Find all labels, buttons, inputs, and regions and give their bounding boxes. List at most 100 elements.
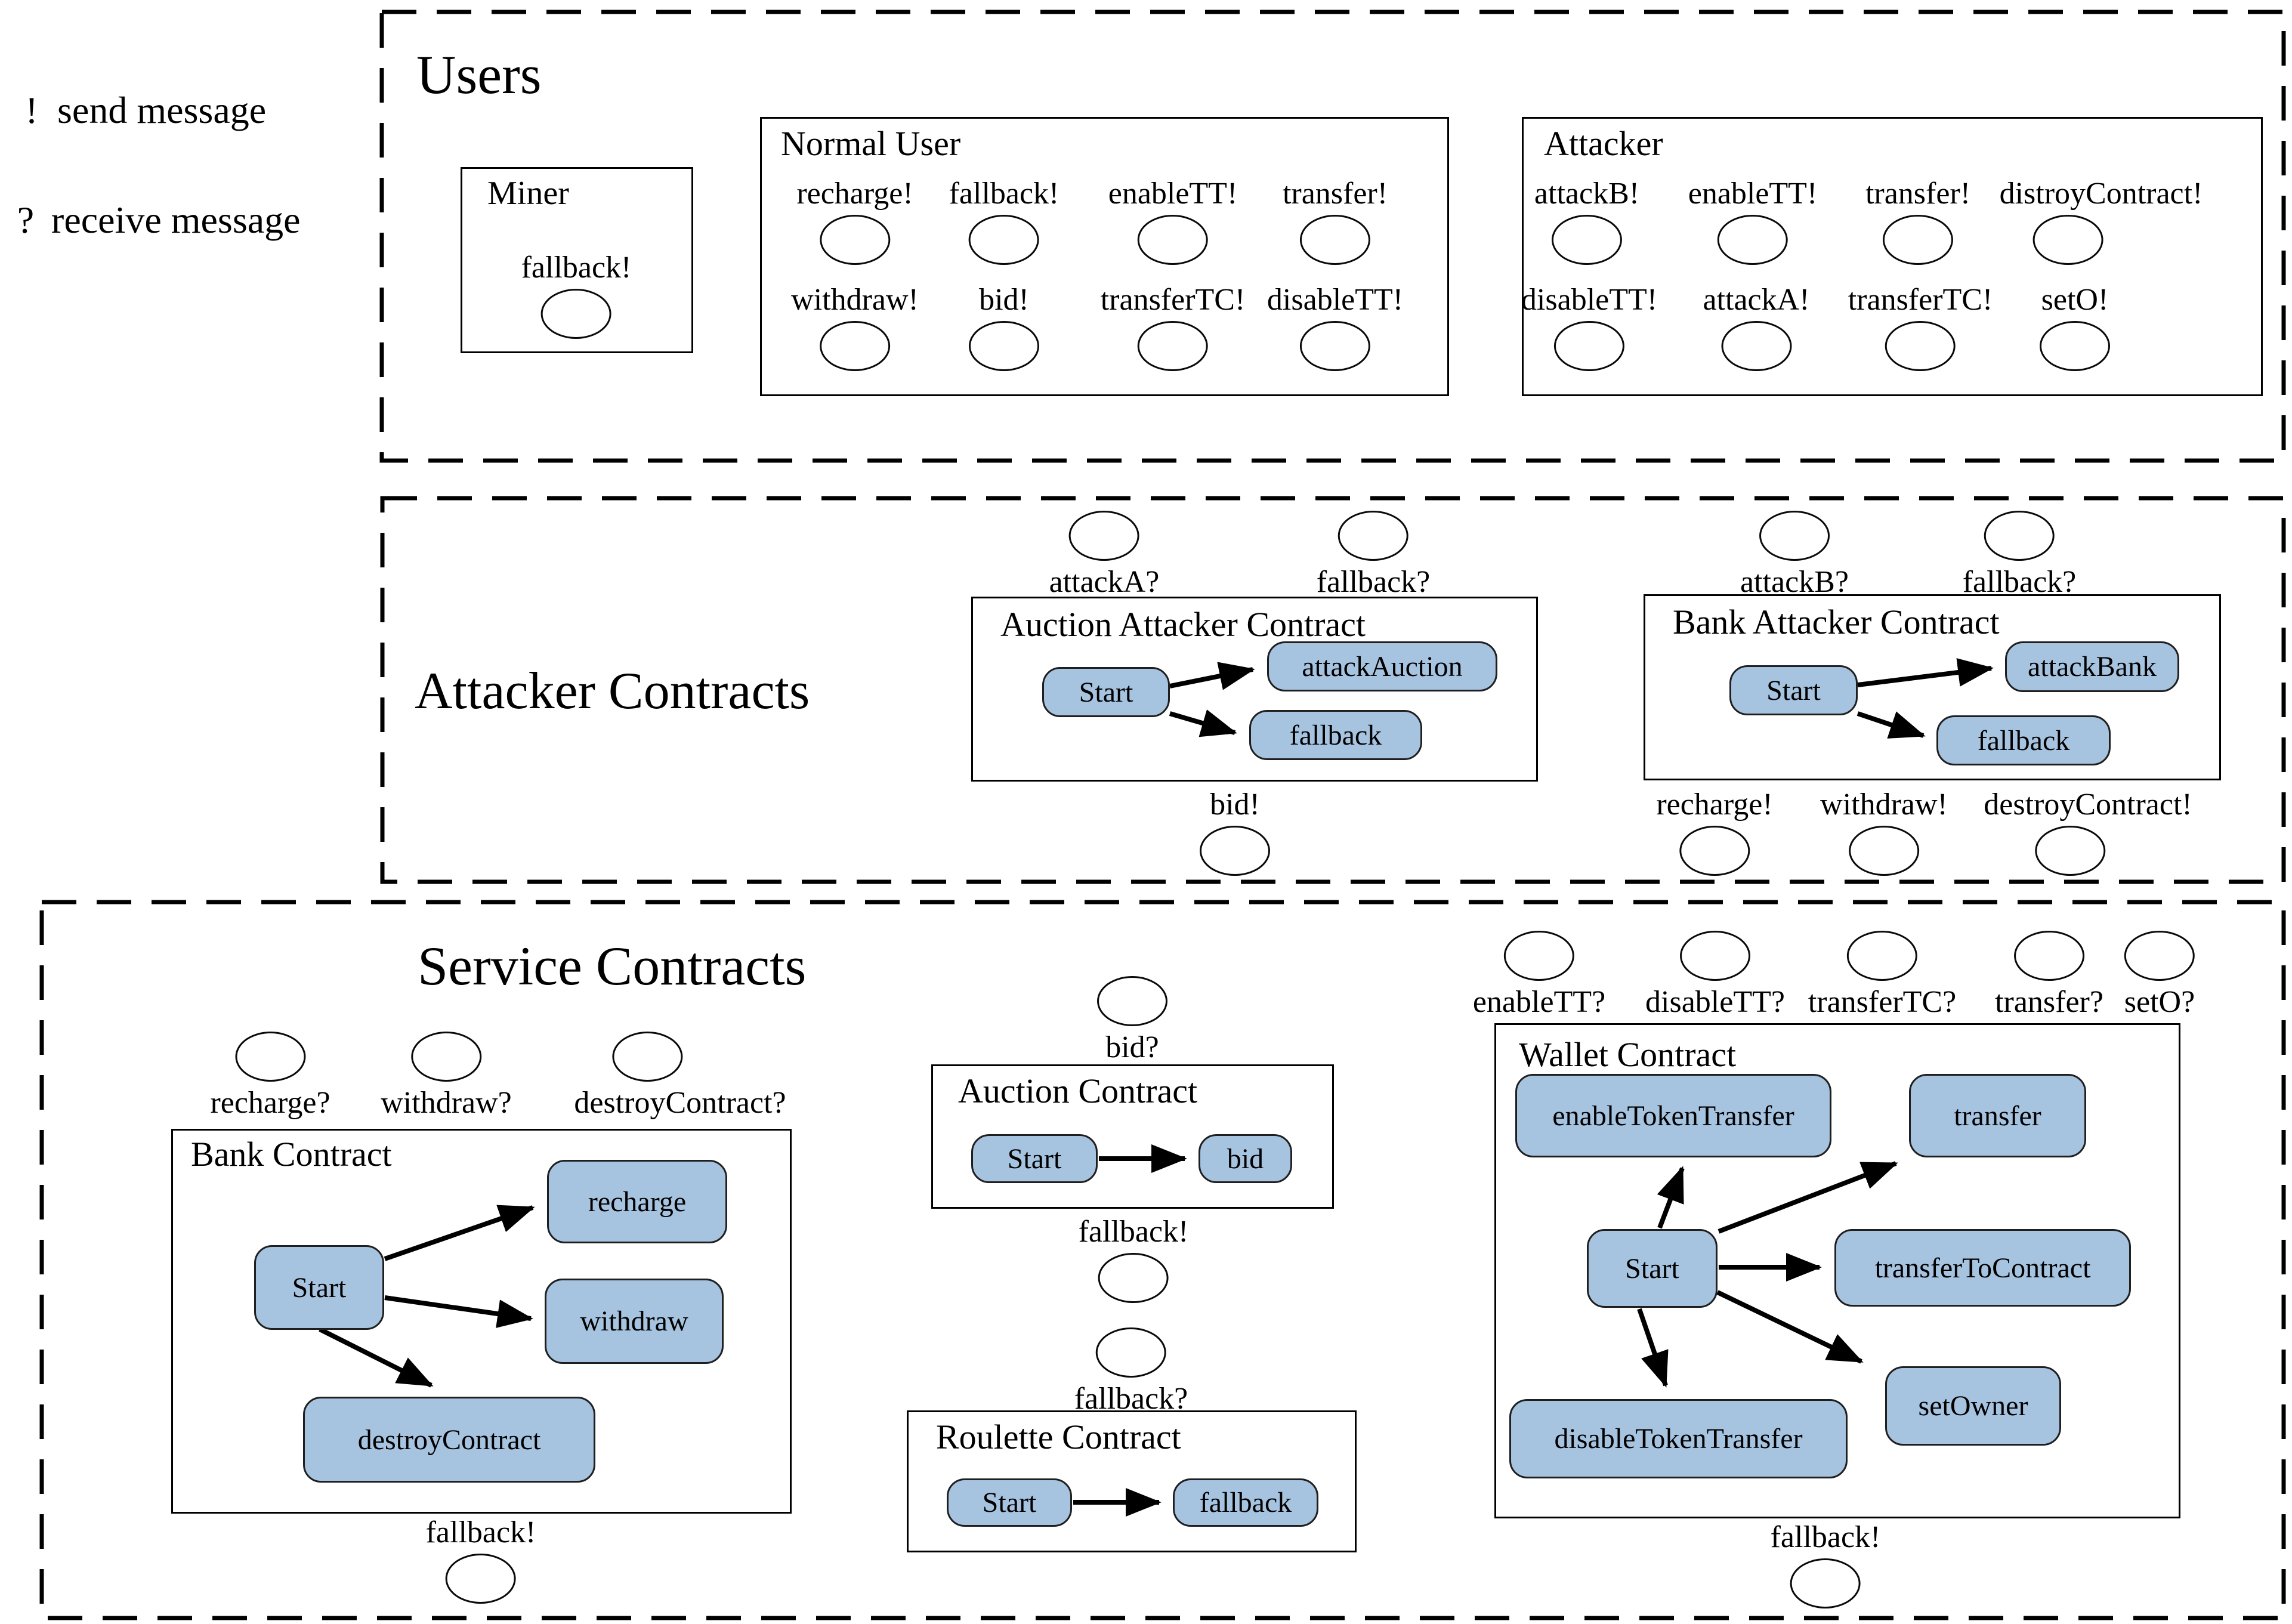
port-ellipse bbox=[1097, 976, 1167, 1026]
port-ellipse bbox=[1069, 511, 1139, 561]
port-ellipse bbox=[2124, 931, 2195, 981]
port-attackb-receive: attackB? bbox=[1740, 511, 1849, 599]
users-section-title: Users bbox=[416, 44, 542, 105]
port-ellipse bbox=[1503, 931, 1574, 981]
port-bid-receive: bid? bbox=[1097, 976, 1167, 1064]
port-disablett-receive: disableTT? bbox=[1645, 931, 1785, 1019]
port-label: recharge! bbox=[796, 177, 913, 211]
port-bid-send-auction-attacker: bid! bbox=[1200, 788, 1270, 876]
edge-start-fallback-auction-attacker bbox=[1169, 709, 1237, 737]
port-nu-bid-send: bid! bbox=[969, 283, 1039, 372]
service-contracts-section-title: Service Contracts bbox=[418, 936, 807, 996]
port-ellipse bbox=[1759, 511, 1830, 561]
port-ellipse bbox=[2032, 215, 2103, 265]
legend-send-label: send message bbox=[57, 89, 267, 131]
port-label: distroyContract! bbox=[1999, 177, 2203, 211]
port-ellipse bbox=[446, 1554, 516, 1604]
state-attackauction: attackAuction bbox=[1267, 641, 1497, 691]
port-label: fallback! bbox=[1770, 1520, 1881, 1554]
port-ellipse bbox=[1098, 1253, 1169, 1304]
port-label: enableTT? bbox=[1472, 985, 1606, 1019]
port-ellipse bbox=[1200, 826, 1270, 876]
state-start-roulette: Start bbox=[947, 1478, 1072, 1527]
port-label: attackA! bbox=[1703, 283, 1810, 317]
port-ellipse bbox=[1882, 215, 1953, 265]
port-nu-enablett-send: enableTT! bbox=[1108, 177, 1238, 265]
port-nu-fallback-send: fallback! bbox=[949, 177, 1059, 265]
users-section-border bbox=[379, 10, 2286, 463]
port-label: enableTT! bbox=[1108, 177, 1238, 211]
edge-start-transfer bbox=[1718, 1161, 1898, 1234]
port-at-transfer-send: transfer! bbox=[1865, 177, 1970, 265]
auction-contract-title: Auction Contract bbox=[958, 1072, 1198, 1110]
port-ellipse bbox=[1679, 826, 1750, 876]
bank-attacker-contract-box: Bank Attacker Contract bbox=[1644, 594, 2221, 780]
port-label: bid? bbox=[1105, 1030, 1159, 1064]
port-fallback-receive-auction-attacker: fallback? bbox=[1317, 511, 1430, 599]
attacker-contracts-section-border bbox=[380, 496, 2286, 884]
port-fallback-receive-roulette: fallback? bbox=[1074, 1327, 1188, 1416]
port-label: attackA? bbox=[1049, 565, 1160, 599]
port-enablett-receive: enableTT? bbox=[1473, 931, 1605, 1019]
state-fallback-auction-attacker: fallback bbox=[1249, 710, 1422, 760]
state-setowner: setOwner bbox=[1885, 1366, 2061, 1446]
port-miner-fallback-send: fallback! bbox=[521, 251, 631, 339]
port-ellipse bbox=[820, 215, 890, 265]
port-label: fallback? bbox=[1962, 565, 2077, 599]
port-withdraw-receive: withdraw? bbox=[381, 1032, 512, 1120]
auction-attacker-contract-box: Auction Attacker Contract bbox=[971, 597, 1538, 782]
port-ellipse bbox=[1138, 321, 1208, 372]
port-label: bid! bbox=[979, 283, 1029, 317]
port-ellipse bbox=[541, 289, 611, 339]
port-ellipse bbox=[1846, 931, 1917, 981]
port-ellipse bbox=[1885, 321, 1956, 372]
port-transfertc-receive: transferTC? bbox=[1808, 931, 1956, 1019]
normal-user-box: Normal User bbox=[760, 117, 1449, 396]
port-attacka-receive: attackA? bbox=[1049, 511, 1160, 599]
legend-send: ! send message bbox=[21, 88, 266, 132]
port-ellipse bbox=[1299, 321, 1370, 372]
normal-user-title: Normal User bbox=[781, 124, 961, 163]
edge-start-withdraw bbox=[384, 1295, 533, 1328]
port-nu-withdraw-send: withdraw! bbox=[791, 283, 919, 372]
port-label: attackB! bbox=[1534, 177, 1640, 211]
port-at-transfertc-send: transferTC! bbox=[1848, 283, 1993, 372]
port-at-attackb-send: attackB! bbox=[1534, 177, 1639, 265]
state-start-bank-attacker: Start bbox=[1729, 665, 1858, 715]
bank-contract-box: Bank Contract bbox=[171, 1129, 792, 1514]
port-label: fallback! bbox=[425, 1515, 536, 1549]
port-nu-recharge-send: recharge! bbox=[796, 177, 913, 265]
port-ellipse bbox=[1790, 1558, 1861, 1609]
bank-attacker-contract-title: Bank Attacker Contract bbox=[1673, 603, 2000, 641]
port-label: setO! bbox=[2041, 283, 2109, 317]
bank-contract-title: Bank Contract bbox=[191, 1135, 392, 1174]
port-label: withdraw? bbox=[381, 1086, 512, 1120]
state-destroycontract: destroyContract bbox=[303, 1397, 595, 1483]
port-ellipse bbox=[820, 321, 890, 372]
port-label: destroyContract? bbox=[574, 1086, 786, 1120]
port-label: setO? bbox=[2124, 985, 2195, 1019]
port-withdraw-send-bank-attacker: withdraw! bbox=[1820, 788, 1948, 876]
port-ellipse bbox=[1720, 321, 1791, 372]
port-ellipse bbox=[612, 1032, 682, 1082]
service-contracts-section-border bbox=[39, 900, 2286, 1620]
attacker-title: Attacker bbox=[1544, 124, 1663, 163]
port-label: fallback? bbox=[1074, 1382, 1188, 1416]
port-ellipse bbox=[2014, 931, 2084, 981]
port-label: transfer? bbox=[1995, 985, 2103, 1019]
edge-start-attackauction bbox=[1169, 662, 1255, 690]
port-ellipse bbox=[1551, 215, 1622, 265]
port-label: disableTT! bbox=[1521, 283, 1658, 317]
port-label: fallback! bbox=[949, 177, 1059, 211]
attacker-contracts-section-title: Attacker Contracts bbox=[415, 662, 810, 720]
state-withdraw: withdraw bbox=[545, 1279, 724, 1364]
port-ellipse bbox=[969, 321, 1039, 372]
auction-attacker-contract-title: Auction Attacker Contract bbox=[1000, 605, 1366, 644]
port-ellipse bbox=[1299, 215, 1370, 265]
port-label: withdraw! bbox=[791, 283, 919, 317]
edge-start-disabletokentransfer bbox=[1637, 1308, 1669, 1388]
receive-symbol: ? bbox=[17, 199, 35, 241]
port-label: attackB? bbox=[1740, 565, 1849, 599]
state-transfer: transfer bbox=[1909, 1074, 2086, 1157]
state-start-auction-attacker: Start bbox=[1042, 667, 1170, 717]
